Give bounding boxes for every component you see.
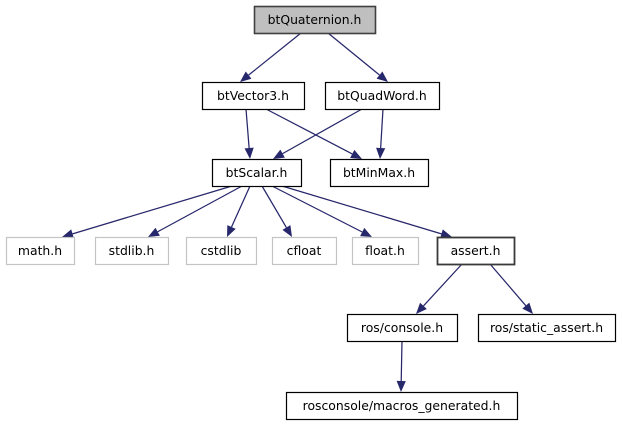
node-box[interactable] [5,236,76,266]
edge-btScalar-to-assert [281,185,452,239]
node-box[interactable] [436,236,516,266]
arrowhead-icon [350,149,362,159]
nodes-layer: btQuaternion.hbtQuaternion.hbtVector3.hb… [5,5,617,421]
edge-btScalar-to-float [271,185,372,237]
edge-line [72,185,233,235]
node-float[interactable]: float.hfloat.h [351,236,420,266]
node-label: float.h [365,243,405,258]
node-cstdlib[interactable]: cstdlibcstdlib [185,236,258,266]
node-box[interactable] [271,236,338,266]
node-cfloat[interactable]: cfloatcfloat [271,236,338,266]
node-label: btQuaternion.h [268,12,362,27]
node-box[interactable] [324,81,441,111]
edge-line [245,108,250,149]
arrowhead-icon [273,149,285,159]
edge-btQuaternion-to-btQuadWord [327,32,388,82]
arrowhead-icon [396,380,406,392]
edge-btScalar-to-cfloat [261,185,292,237]
edges-layer [62,32,533,392]
node-box[interactable] [329,158,430,188]
node-btQuaternion[interactable]: btQuaternion.hbtQuaternion.h [253,5,377,35]
edge-btVector3-to-btScalar [244,108,254,159]
node-macros[interactable]: rosconsole/macros_generated.hrosconsole/… [285,391,519,421]
node-label: rosconsole/macros_generated.h [303,398,501,413]
edge-assert-to-rosstaticassert [489,263,533,314]
edge-line [327,32,380,76]
node-label: btScalar.h [226,165,288,180]
arrowhead-icon [227,225,236,237]
node-box[interactable] [253,5,377,35]
node-box[interactable] [94,236,170,266]
arrowhead-icon [360,227,372,237]
edge-line [271,185,363,233]
arrowhead-icon [148,227,160,237]
edge-btScalar-to-math [62,185,233,239]
edge-btQuadWord-to-btMinMax [376,108,386,159]
arrowhead-icon [62,229,74,239]
arrowhead-icon [282,225,292,237]
node-label: btQuadWord.h [337,88,426,103]
arrowhead-icon [440,229,452,239]
arrowhead-icon [522,302,533,314]
node-box[interactable] [211,158,303,188]
edge-btQuadWord-to-btScalar [273,108,363,159]
edge-line [400,340,403,382]
node-label: ros/console.h [361,320,443,335]
edge-line [380,108,384,149]
arrowhead-icon [416,302,427,314]
edge-line [281,185,442,235]
node-label: btMinMax.h [343,165,415,180]
edge-line [489,263,527,307]
node-label: math.h [18,243,62,258]
edge-line [265,108,353,155]
edge-line [261,185,287,228]
edge-btScalar-to-stdlib [148,185,243,237]
edge-line [282,108,363,155]
node-box[interactable] [351,236,420,266]
node-label: stdlib.h [109,243,155,258]
edge-btScalar-to-cstdlib [227,185,251,237]
edge-btVector3-to-btMinMax [265,108,362,159]
node-label: assert.h [451,243,501,258]
node-label: cfloat [287,243,322,258]
edge-rosconsole-to-macros [396,340,406,392]
arrowhead-icon [376,147,386,159]
node-box[interactable] [477,313,617,343]
edge-line [422,263,463,307]
node-box[interactable] [185,236,258,266]
node-box[interactable] [285,391,519,421]
arrowhead-icon [376,71,388,82]
edge-btQuaternion-to-btVector3 [240,32,302,82]
edge-line [230,185,251,228]
arrowhead-icon [244,147,254,159]
edge-assert-to-rosconsole [416,263,463,314]
node-label: ros/static_assert.h [490,320,603,335]
edge-line [157,185,243,233]
arrowhead-icon [240,71,252,82]
node-label: cstdlib [201,243,242,258]
node-box[interactable] [346,313,459,343]
edge-line [248,32,302,76]
node-label: btVector3.h [217,88,289,103]
node-box[interactable] [201,81,306,111]
